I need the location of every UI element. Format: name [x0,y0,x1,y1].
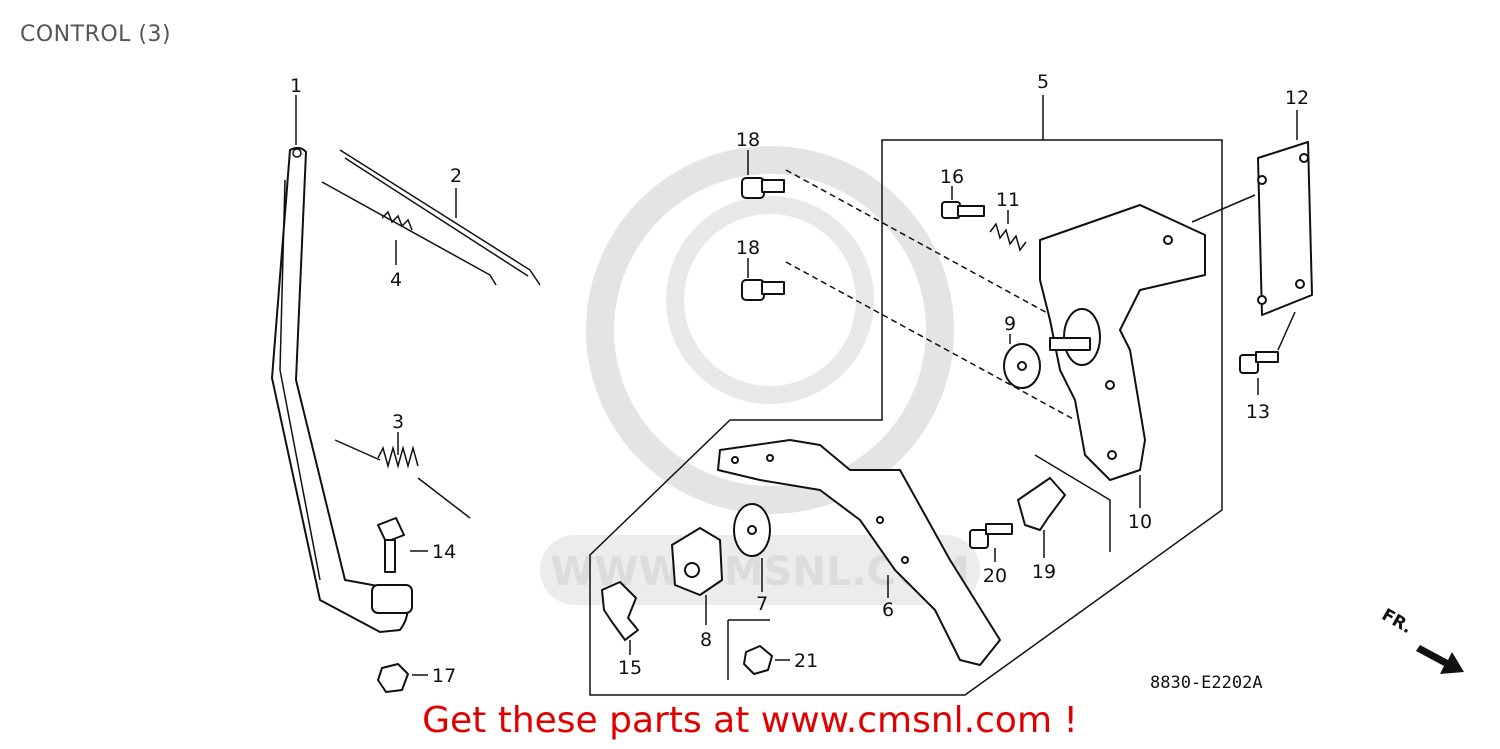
callout-9: 9 [1004,313,1016,335]
part-3-spring [334,432,471,519]
callout-15: 15 [618,657,642,679]
page-title: CONTROL (3) [20,22,172,47]
callout-19: 19 [1032,561,1056,583]
part-17-nut [377,663,428,693]
part-21-nut [727,619,790,680]
fr-label: FR. [1378,605,1415,638]
part-20-bolt [969,523,1013,562]
callout-10: 10 [1128,511,1152,533]
callout-6: 6 [882,599,894,621]
callout-8: 8 [700,629,712,651]
callout-17: 17 [432,665,456,687]
part-14-bolt [377,517,428,573]
part-19-clip [1017,454,1111,558]
part-11-spring [989,210,1027,252]
parts-diagram: WWW.CMSNL.COM [271,71,1464,696]
callout-1: 1 [290,75,302,97]
callout-2: 2 [450,165,462,187]
part-18-bolts [741,150,1076,421]
callout-3: 3 [392,411,404,433]
part-15-wing-nut [601,581,639,655]
callout-20: 20 [983,565,1007,587]
callout-16: 16 [940,166,964,188]
part-13-bolt [1239,311,1296,395]
callout-labels: 1 2 3 4 5 6 7 8 9 10 11 12 13 14 15 16 1… [290,71,1309,687]
callout-13: 13 [1246,401,1270,423]
diagram-code: 8830-E2202A [1150,673,1263,693]
front-direction-indicator: FR. [1378,605,1464,674]
part-1-lever [271,95,413,633]
part-2-rod [321,149,541,286]
part-16-bolt [941,186,985,219]
part-8-plate [671,527,723,625]
callout-21: 21 [794,650,818,672]
arrow-icon [1416,645,1464,674]
assembly-outline [589,95,1223,696]
callout-5: 5 [1037,71,1049,93]
promo-banner[interactable]: Get these parts at www.cmsnl.com ! [0,700,1500,741]
part-12-plate [1191,110,1313,316]
part-4-spring [381,210,413,265]
callout-4: 4 [390,269,402,291]
promo-link[interactable]: Get these parts at www.cmsnl.com ! [422,700,1078,741]
part-6-bracket [717,439,1001,666]
callout-18-upper: 18 [736,129,760,151]
part-10-plate [1039,204,1206,508]
part-9-washer [1003,334,1041,389]
callout-18-lower: 18 [736,237,760,259]
part-7-washer [733,503,771,592]
callout-12: 12 [1285,87,1309,109]
callout-11: 11 [996,189,1020,211]
callout-7: 7 [756,593,768,615]
callout-14: 14 [432,541,456,563]
